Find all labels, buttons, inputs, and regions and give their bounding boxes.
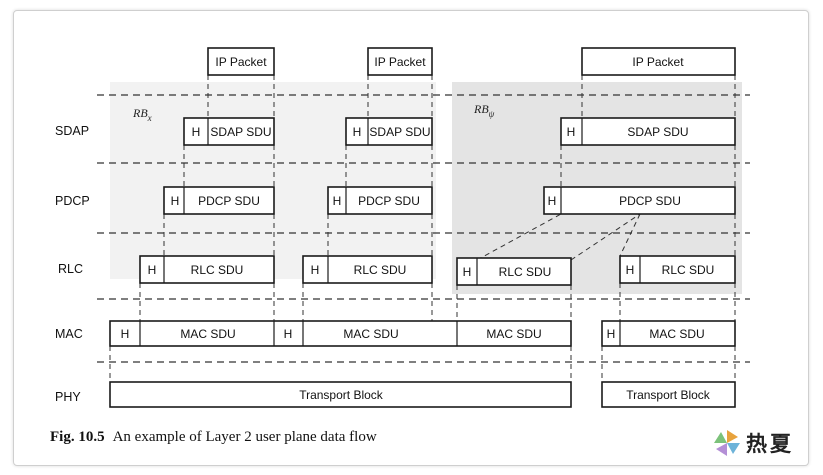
layer-label-pdcp: PDCP xyxy=(55,194,90,208)
pdcp-pdu-3: H PDCP SDU xyxy=(543,186,736,215)
svg-text:SDAP SDU: SDAP SDU xyxy=(369,125,430,139)
page-frame xyxy=(13,10,809,466)
svg-text:IP Packet: IP Packet xyxy=(632,55,684,69)
svg-text:RLC SDU: RLC SDU xyxy=(499,265,552,279)
rb-x-label: RBx xyxy=(132,106,152,123)
ip-packet-1: IP Packet xyxy=(207,47,275,76)
svg-text:H: H xyxy=(192,125,201,139)
svg-text:IP Packet: IP Packet xyxy=(215,55,267,69)
svg-text:Transport Block: Transport Block xyxy=(299,388,384,402)
mac-pdu-1: H MAC SDU H MAC SDU MAC SDU xyxy=(109,320,572,347)
svg-text:H: H xyxy=(121,327,130,341)
svg-text:MAC SDU: MAC SDU xyxy=(343,327,398,341)
svg-text:RLC SDU: RLC SDU xyxy=(191,263,244,277)
svg-text:H: H xyxy=(333,194,342,208)
ip-packet-2: IP Packet xyxy=(367,47,433,76)
rb-x-region xyxy=(110,82,436,279)
layer-label-rlc: RLC xyxy=(58,262,83,276)
svg-text:PDCP SDU: PDCP SDU xyxy=(619,194,681,208)
pdcp-pdu-2: H PDCP SDU xyxy=(327,186,433,215)
svg-text:RLC SDU: RLC SDU xyxy=(354,263,407,277)
svg-text:H: H xyxy=(567,125,576,139)
svg-text:H: H xyxy=(284,327,293,341)
sdap-pdu-2: H SDAP SDU xyxy=(345,117,433,146)
svg-text:H: H xyxy=(607,327,616,341)
svg-text:MAC SDU: MAC SDU xyxy=(486,327,541,341)
svg-text:Transport Block: Transport Block xyxy=(626,388,711,402)
svg-text:IP Packet: IP Packet xyxy=(374,55,426,69)
svg-text:H: H xyxy=(171,194,180,208)
layer-label-phy: PHY xyxy=(55,390,81,404)
sdap-pdu-1: H SDAP SDU xyxy=(183,117,275,146)
svg-text:H: H xyxy=(626,263,635,277)
layer-label-mac: MAC xyxy=(55,327,83,341)
rlc-pdu-1: H RLC SDU xyxy=(139,255,275,284)
svg-text:SDAP SDU: SDAP SDU xyxy=(210,125,271,139)
rb-y-label: RBψ xyxy=(473,102,495,119)
watermark: 热夏 xyxy=(712,426,794,460)
ip-packet-3: IP Packet xyxy=(581,47,736,76)
rlc-pdu-2: H RLC SDU xyxy=(302,255,433,284)
svg-text:PDCP SDU: PDCP SDU xyxy=(198,194,260,208)
svg-text:H: H xyxy=(463,265,472,279)
mapping-lines xyxy=(109,75,736,382)
svg-text:MAC SDU: MAC SDU xyxy=(180,327,235,341)
sdap-pdu-3: H SDAP SDU xyxy=(560,117,736,146)
pinwheel-logo-icon xyxy=(714,430,740,456)
figure-number: Fig. 10.5 xyxy=(50,429,105,445)
transport-block-2: Transport Block xyxy=(601,381,736,408)
svg-text:MAC SDU: MAC SDU xyxy=(649,327,704,341)
transport-block-1: Transport Block xyxy=(109,381,572,408)
svg-text:PDCP SDU: PDCP SDU xyxy=(358,194,420,208)
svg-text:H: H xyxy=(148,263,157,277)
pdcp-pdu-1: H PDCP SDU xyxy=(163,186,275,215)
svg-text:RLC SDU: RLC SDU xyxy=(662,263,715,277)
mac-pdu-2: H MAC SDU xyxy=(601,320,736,347)
rlc-pdu-3b: H RLC SDU xyxy=(619,255,736,284)
svg-text:SDAP SDU: SDAP SDU xyxy=(627,125,688,139)
figure-caption: Fig. 10.5 An example of Layer 2 user plan… xyxy=(50,429,377,446)
figure-caption-text: An example of Layer 2 user plane data fl… xyxy=(112,429,377,445)
rlc-pdu-3a: H RLC SDU xyxy=(456,257,572,286)
layer-label-sdap: SDAP xyxy=(55,124,89,138)
svg-text:H: H xyxy=(311,263,320,277)
svg-text:H: H xyxy=(353,125,362,139)
watermark-text: 热夏 xyxy=(746,432,794,456)
svg-text:H: H xyxy=(548,194,557,208)
